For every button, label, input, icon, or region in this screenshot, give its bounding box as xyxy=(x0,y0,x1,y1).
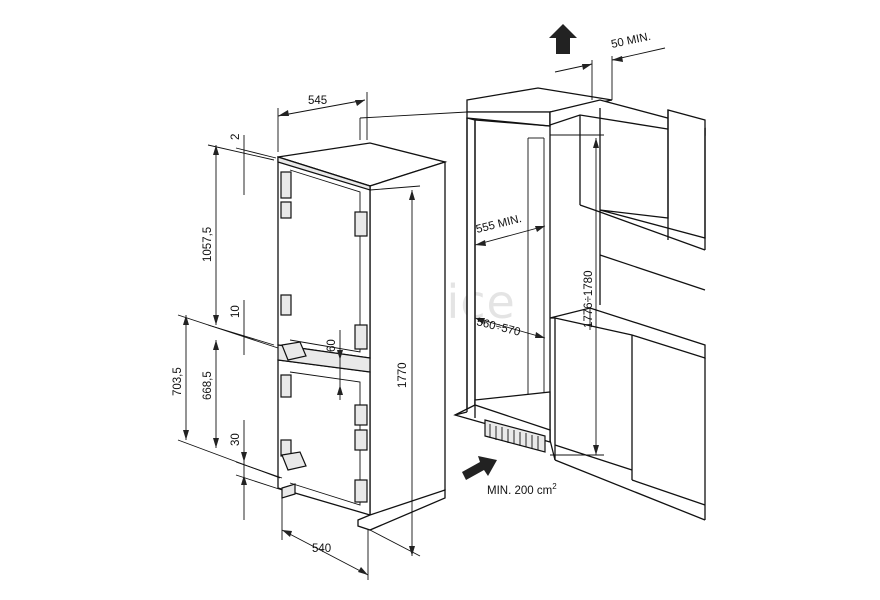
dim-niche-depth: 555 MIN. xyxy=(475,213,523,236)
dim-lower-height-outer: 703,5 xyxy=(172,367,184,396)
airflow-arrows xyxy=(462,24,577,480)
right-arrow-icon xyxy=(462,456,497,480)
dim-lower-height-inner: 668,5 xyxy=(202,371,214,400)
dim-gap-mid: 10 xyxy=(230,305,242,318)
dim-bottom-vent-text: MIN. 200 cm xyxy=(487,485,552,497)
dim-width-top: 545 xyxy=(308,95,327,107)
dim-gap-bottom: 30 xyxy=(230,433,242,446)
dim-bottom-vent-sup: 2 xyxy=(552,482,557,491)
dim-upper-height: 1057,5 xyxy=(202,227,214,262)
dim-total-height: 1770 xyxy=(397,362,409,388)
up-arrow-icon xyxy=(549,24,577,54)
fridge-appliance xyxy=(277,142,448,531)
dim-bottom-vent: MIN. 200 cm2 xyxy=(487,482,557,497)
dim-gap-top: 2 xyxy=(230,134,242,140)
dim-niche-height: 1776÷1780 xyxy=(583,271,595,328)
dimension-lines xyxy=(177,47,666,580)
cabinet-niche xyxy=(453,87,706,521)
dim-door-offset: 60 xyxy=(326,339,338,352)
dim-top-vent: 50 MIN. xyxy=(610,31,652,51)
dim-width-bottom: 540 xyxy=(312,543,331,555)
